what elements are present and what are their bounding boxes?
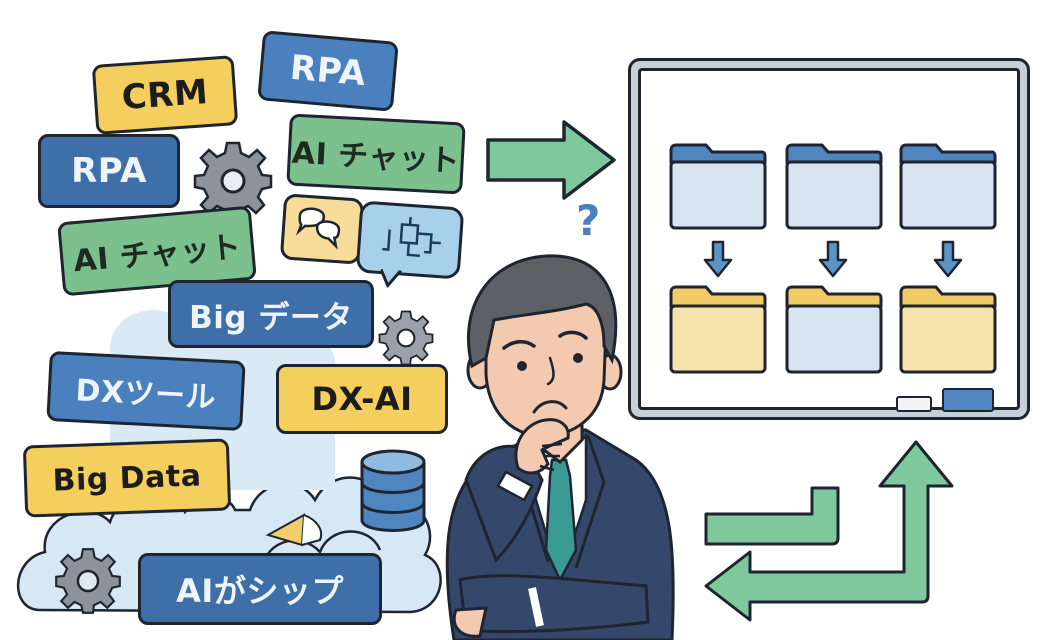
tag-dx-tool: DXツール	[46, 350, 246, 432]
arrow-right-icon	[486, 120, 616, 200]
arrow-down-icon	[703, 240, 733, 278]
tag-big-data-jp: Big データ	[168, 280, 374, 348]
folder-icon	[785, 285, 883, 374]
gear-icon	[55, 548, 121, 614]
folder-icon	[669, 285, 767, 374]
folder-icon	[899, 143, 997, 230]
arrow-down-icon	[818, 240, 848, 278]
tag-ai-chat-right: AI チャット	[286, 113, 466, 195]
paper-plane-icon	[265, 513, 323, 547]
board-marker-white	[896, 396, 932, 412]
folder-icon	[669, 143, 767, 230]
arrow-down-icon	[933, 240, 963, 278]
tag-dx-ai: DX-AI	[276, 364, 448, 434]
chat-bubbles-icon	[279, 193, 365, 265]
confused-businessman	[445, 254, 675, 640]
question-mark: ?	[576, 196, 601, 245]
tag-rpa-left: RPA	[38, 134, 180, 208]
folder-icon	[899, 285, 997, 374]
ai-circuit-bubble-icon	[355, 200, 465, 289]
board-eraser	[942, 388, 994, 412]
folder-icon	[785, 143, 883, 230]
tag-big-data-en: Big Data	[22, 438, 232, 518]
cycle-arrows-icon	[704, 440, 954, 622]
gear-icon	[378, 310, 434, 366]
database-icon	[360, 449, 426, 532]
tag-ai-ga-shippu: AIがシップ	[138, 553, 382, 625]
tag-rpa-top: RPA	[257, 30, 399, 112]
tag-crm: CRM	[91, 55, 239, 135]
